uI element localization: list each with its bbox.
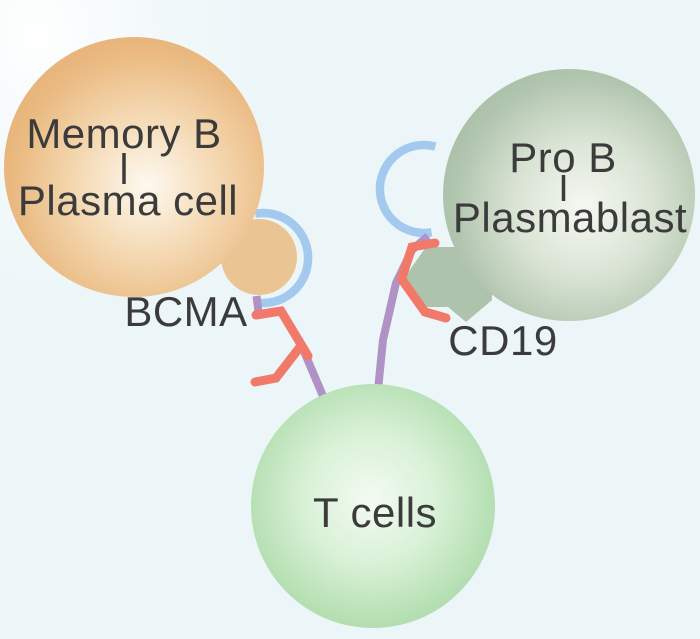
memory-b-plasma-cell: [4, 37, 264, 297]
antibody-arm-bcma-branch: [250, 342, 305, 387]
antibody-arm-cd19: [396, 238, 451, 323]
antibody-arm-bcma: [251, 306, 313, 361]
cd19-receptor-arc: [375, 140, 437, 238]
memory-b-label: Memory B: [26, 110, 221, 157]
t-cells-label: T cells: [313, 489, 437, 536]
bcma-receptor-arc: [254, 208, 313, 308]
t-cell: [251, 384, 495, 628]
cd19-label: CD19: [448, 317, 557, 364]
plasma-cell-label: Plasma cell: [18, 177, 238, 224]
bcma-label: BCMA: [124, 288, 247, 335]
pro-b-label: Pro B: [509, 134, 617, 181]
plasmablast-label: Plasmablast: [453, 194, 687, 241]
pro-b-plasmablast-cell: [443, 69, 695, 321]
